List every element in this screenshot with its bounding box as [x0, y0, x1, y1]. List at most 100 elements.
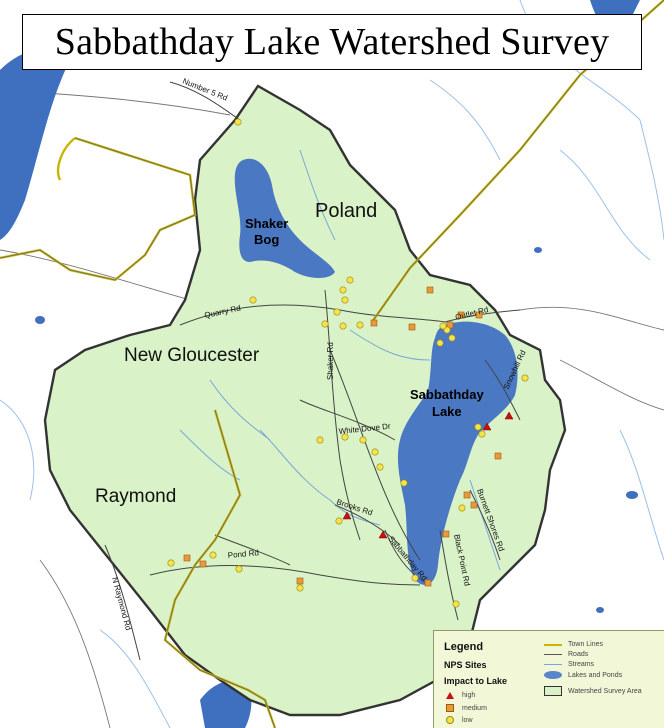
site-low [452, 600, 460, 608]
site-low [356, 321, 364, 329]
legend-impact: Impact to Lake [444, 676, 508, 686]
site-low [376, 463, 384, 471]
legend-medium-label: medium [462, 704, 487, 712]
map-title: Sabbathday Lake Watershed Survey [54, 21, 610, 63]
shaker-bog-label-1: Shaker [245, 216, 288, 231]
site-medium [296, 577, 304, 585]
road-sw-link [214, 534, 291, 566]
road-white-dove [299, 399, 396, 441]
site-high [482, 422, 492, 431]
pond-se [596, 607, 604, 613]
stream-sw [99, 629, 171, 728]
map-legend: Legend NPS Sites Impact to Lake high med… [433, 630, 664, 728]
sites-high [342, 411, 514, 539]
sabbathday-lake-label-1: Sabbathday [410, 387, 484, 402]
road-brooks [334, 504, 401, 546]
site-low [333, 308, 341, 316]
site-low [335, 517, 343, 525]
sites-low [167, 118, 529, 608]
site-high [504, 411, 514, 420]
legend-item-lakes: Lakes and Ponds [544, 671, 622, 679]
map-title-box: Sabbathday Lake Watershed Survey [22, 14, 642, 70]
legend-high-label: high [462, 692, 476, 699]
legend-nps-sites: NPS Sites [444, 660, 487, 670]
stream-n [429, 79, 501, 161]
town-line-swatch-icon [544, 643, 562, 646]
site-medium [183, 554, 191, 562]
site-low [321, 320, 329, 328]
town-label-raymond: Raymond [95, 486, 176, 507]
site-low [235, 565, 243, 573]
site-low [371, 448, 379, 456]
site-low [339, 286, 347, 294]
sabbathday-lake [397, 321, 518, 585]
site-medium [199, 560, 207, 568]
site-low [346, 276, 354, 284]
site-low [474, 423, 482, 431]
site-low [436, 339, 444, 347]
site-medium [494, 452, 502, 460]
stream-a [299, 149, 336, 241]
site-medium [424, 579, 432, 587]
watershed-streams [179, 149, 501, 571]
legend-watershed-label: Watershed Survey Area [568, 687, 642, 695]
pond-east [626, 491, 638, 499]
site-medium [426, 286, 434, 294]
road-outlet [444, 309, 521, 323]
site-low [400, 479, 408, 487]
site-low [411, 574, 419, 582]
road-burnett [469, 489, 501, 561]
site-low [521, 374, 529, 382]
site-low [341, 433, 349, 441]
town-label-poland: Poland [315, 200, 377, 222]
site-high [342, 511, 352, 520]
legend-roads-label: Roads [568, 651, 589, 658]
site-medium [370, 319, 378, 327]
high-triangle-icon [446, 692, 454, 699]
site-low [458, 504, 466, 512]
legend-item-roads: Roads [544, 651, 588, 658]
town-label-new-gloucester: New Gloucester [124, 345, 260, 366]
legend-item-low: low [446, 716, 473, 724]
shaker-bog [234, 158, 335, 278]
site-medium [457, 311, 465, 319]
low-circle-icon [446, 716, 454, 724]
stream-e2 [349, 329, 431, 361]
road-snowhill [484, 359, 521, 421]
site-medium [463, 491, 471, 499]
site-medium [408, 323, 416, 331]
lake-west [0, 49, 70, 240]
site-low [316, 436, 324, 444]
outer-road-6 [39, 559, 111, 728]
road-pond [149, 565, 421, 586]
stream-swatch-icon [544, 664, 562, 665]
town-line-west-core [0, 137, 196, 281]
site-low [359, 436, 367, 444]
legend-low-label: low [462, 716, 473, 724]
stream-b [259, 429, 381, 526]
road-swatch-icon [544, 654, 562, 655]
site-high [378, 530, 388, 539]
stream-f [209, 379, 271, 441]
site-medium [446, 321, 454, 329]
road-label-pond: Pond Rd [227, 548, 259, 560]
site-low [234, 118, 242, 126]
site-low [439, 322, 447, 330]
site-low [209, 551, 217, 559]
legend-item-high: high [446, 692, 475, 699]
site-low [249, 296, 257, 304]
site-medium [442, 530, 450, 538]
road-sabbathday [384, 529, 431, 586]
stream-e [619, 429, 664, 561]
outer-road-3 [519, 306, 664, 331]
legend-town-lines-label: Town Lines [568, 641, 604, 648]
site-medium [475, 311, 483, 319]
medium-square-icon [446, 704, 454, 712]
road-black-point [439, 529, 459, 621]
legend-lakes-label: Lakes and Ponds [568, 671, 623, 679]
road-label-shaker: Shaker Rd [326, 342, 335, 380]
stream-d [469, 479, 501, 571]
watershed-swatch-icon [544, 686, 562, 696]
